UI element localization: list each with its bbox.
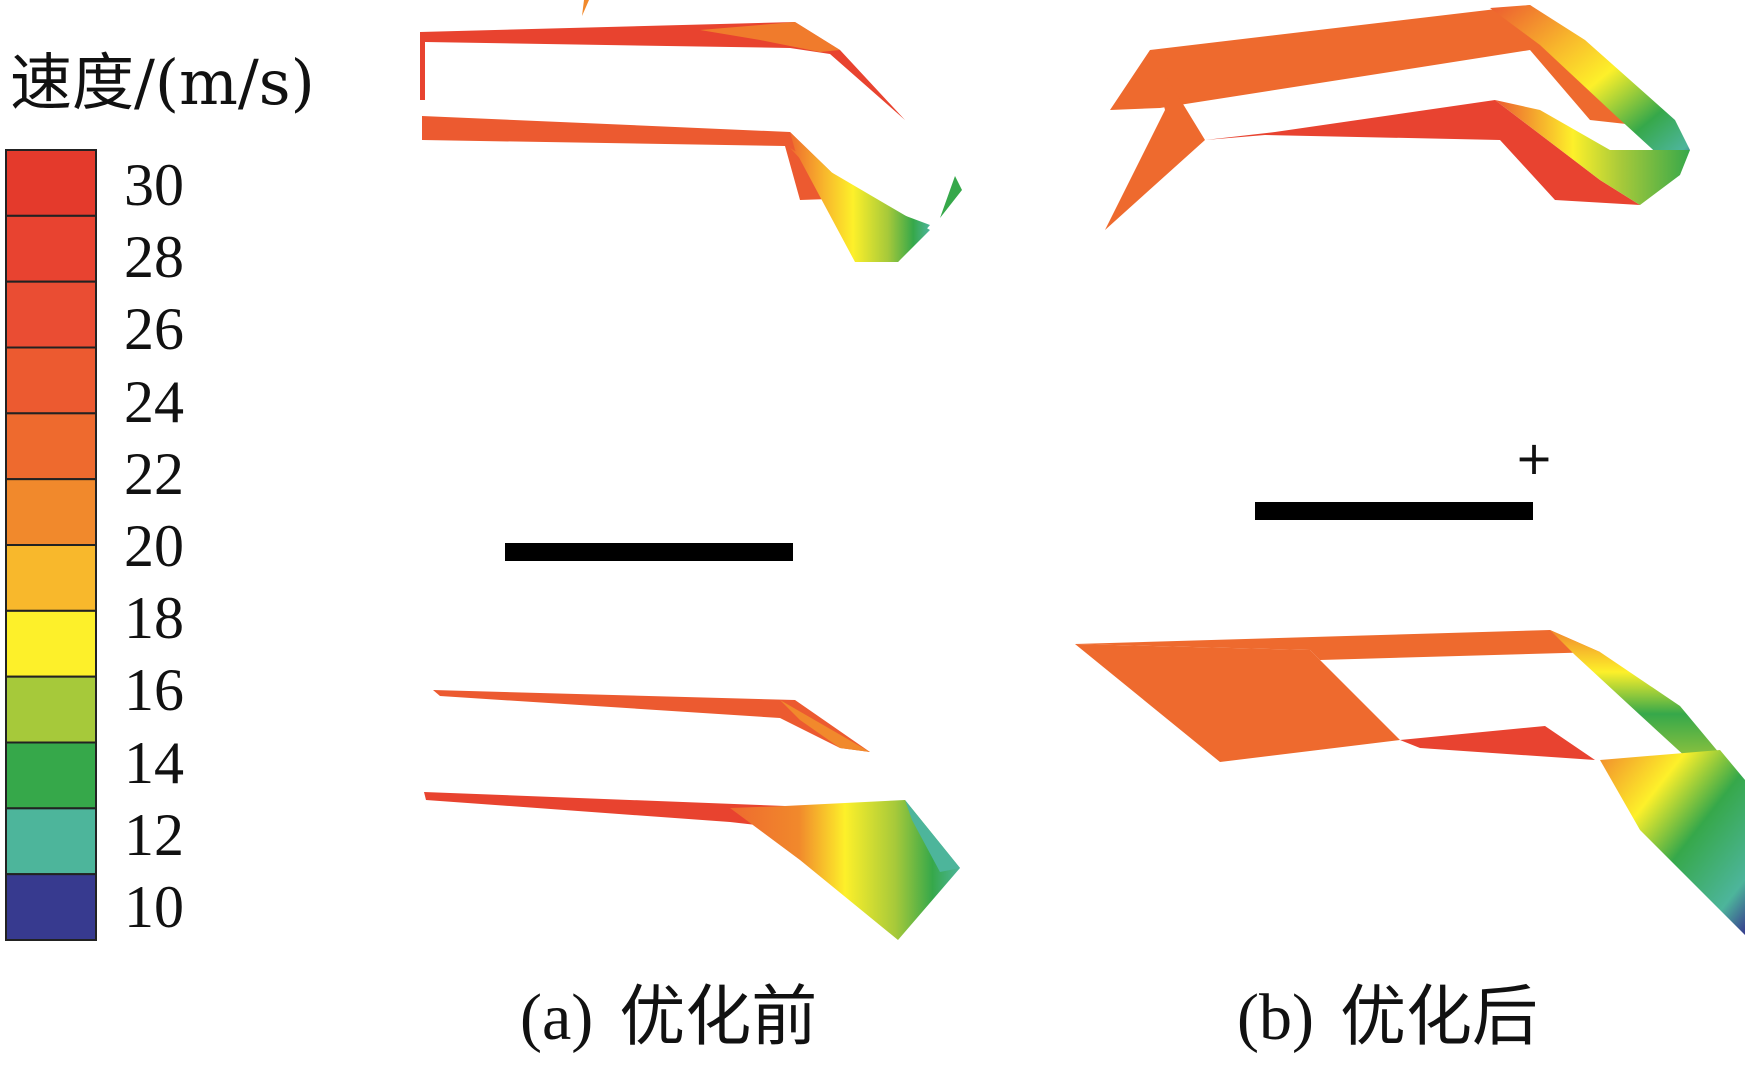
panel-b-lower-vane-top [1075, 630, 1600, 660]
panel-b-upper-vane-left [1105, 50, 1205, 230]
panel-a-upper-vane-1-highlight [700, 22, 840, 52]
panel-b-title: 优化后 [1339, 981, 1538, 1054]
panel-b-bar [1255, 502, 1533, 520]
legend-tick-label: 18 [124, 585, 184, 652]
panel-b-upper-vanes [1105, 5, 1690, 230]
panel-a-lower-vane-2-tip [730, 800, 960, 940]
legend-colorbar [5, 149, 97, 942]
legend-tick-label: 12 [124, 801, 184, 868]
panel-a-caption: (a)优化前 [520, 985, 817, 1051]
legend-swatch [5, 412, 97, 481]
legend-tick-label: 28 [124, 224, 184, 291]
legend-swatch [5, 280, 97, 349]
panel-a-tag: (a) [520, 981, 594, 1054]
panel-a-lower-vanes [424, 690, 960, 940]
panel-a-upper-vanes [420, 0, 962, 262]
legend-swatch [5, 741, 97, 810]
panel-a-lower-vane-2 [424, 792, 800, 830]
legend-swatch [5, 873, 97, 942]
panel-a-upper-tick [582, 0, 589, 16]
panel-b-upper-vane-outer-arm [1490, 5, 1690, 170]
legend-tick-label: 30 [124, 152, 184, 218]
panel-b-marker: + [1515, 431, 1554, 485]
legend-tick-label: 14 [124, 729, 184, 796]
panel-a-upper-vane-2 [422, 116, 858, 200]
panel-a-upper-fragment [940, 176, 962, 218]
panel-a-upper-vane-1 [420, 22, 905, 120]
panel-a-upper-vane-2-end [790, 148, 930, 262]
legend-tick-label: 10 [124, 874, 184, 940]
panel-b-upper-vane-inner [1205, 100, 1640, 205]
panel-a-title: 优化前 [619, 981, 818, 1054]
legend-swatch [5, 214, 97, 283]
panel-a-bar [505, 543, 793, 561]
panel-b-lower-vane-arm [1550, 630, 1725, 770]
legend-tick-label: 24 [124, 368, 184, 435]
panel-b-lower-vane-diag [1600, 750, 1745, 935]
legend-swatch [5, 544, 97, 612]
panel-a-lower-vane-1 [433, 690, 870, 752]
panel-b-lower-vane-outer [1075, 644, 1400, 762]
panel-b-tag: (b) [1237, 981, 1314, 1054]
legend-swatch [5, 807, 97, 876]
legend-swatch [5, 609, 97, 678]
legend-swatch [5, 149, 97, 217]
panel-a-lower-vane-1-tip [780, 700, 870, 752]
legend-swatch [5, 675, 97, 744]
legend-tick-label: 16 [124, 657, 184, 724]
legend-title: 速度/(m/s) [10, 46, 315, 119]
legend-tick-label: 26 [124, 296, 184, 363]
legend-tick-label: 22 [124, 440, 184, 507]
panel-b-caption: (b)优化后 [1237, 985, 1538, 1051]
panel-b-lower-vanes [1075, 630, 1745, 935]
panel-b-upper-vane-inner-tip [1495, 100, 1690, 205]
legend-tick-label: 20 [124, 513, 184, 579]
legend-swatch [5, 346, 97, 415]
panel-b-lower-vane-inner [1400, 726, 1595, 760]
legend-swatch [5, 478, 97, 546]
panel-a-lower-vane-2-end [905, 800, 960, 872]
